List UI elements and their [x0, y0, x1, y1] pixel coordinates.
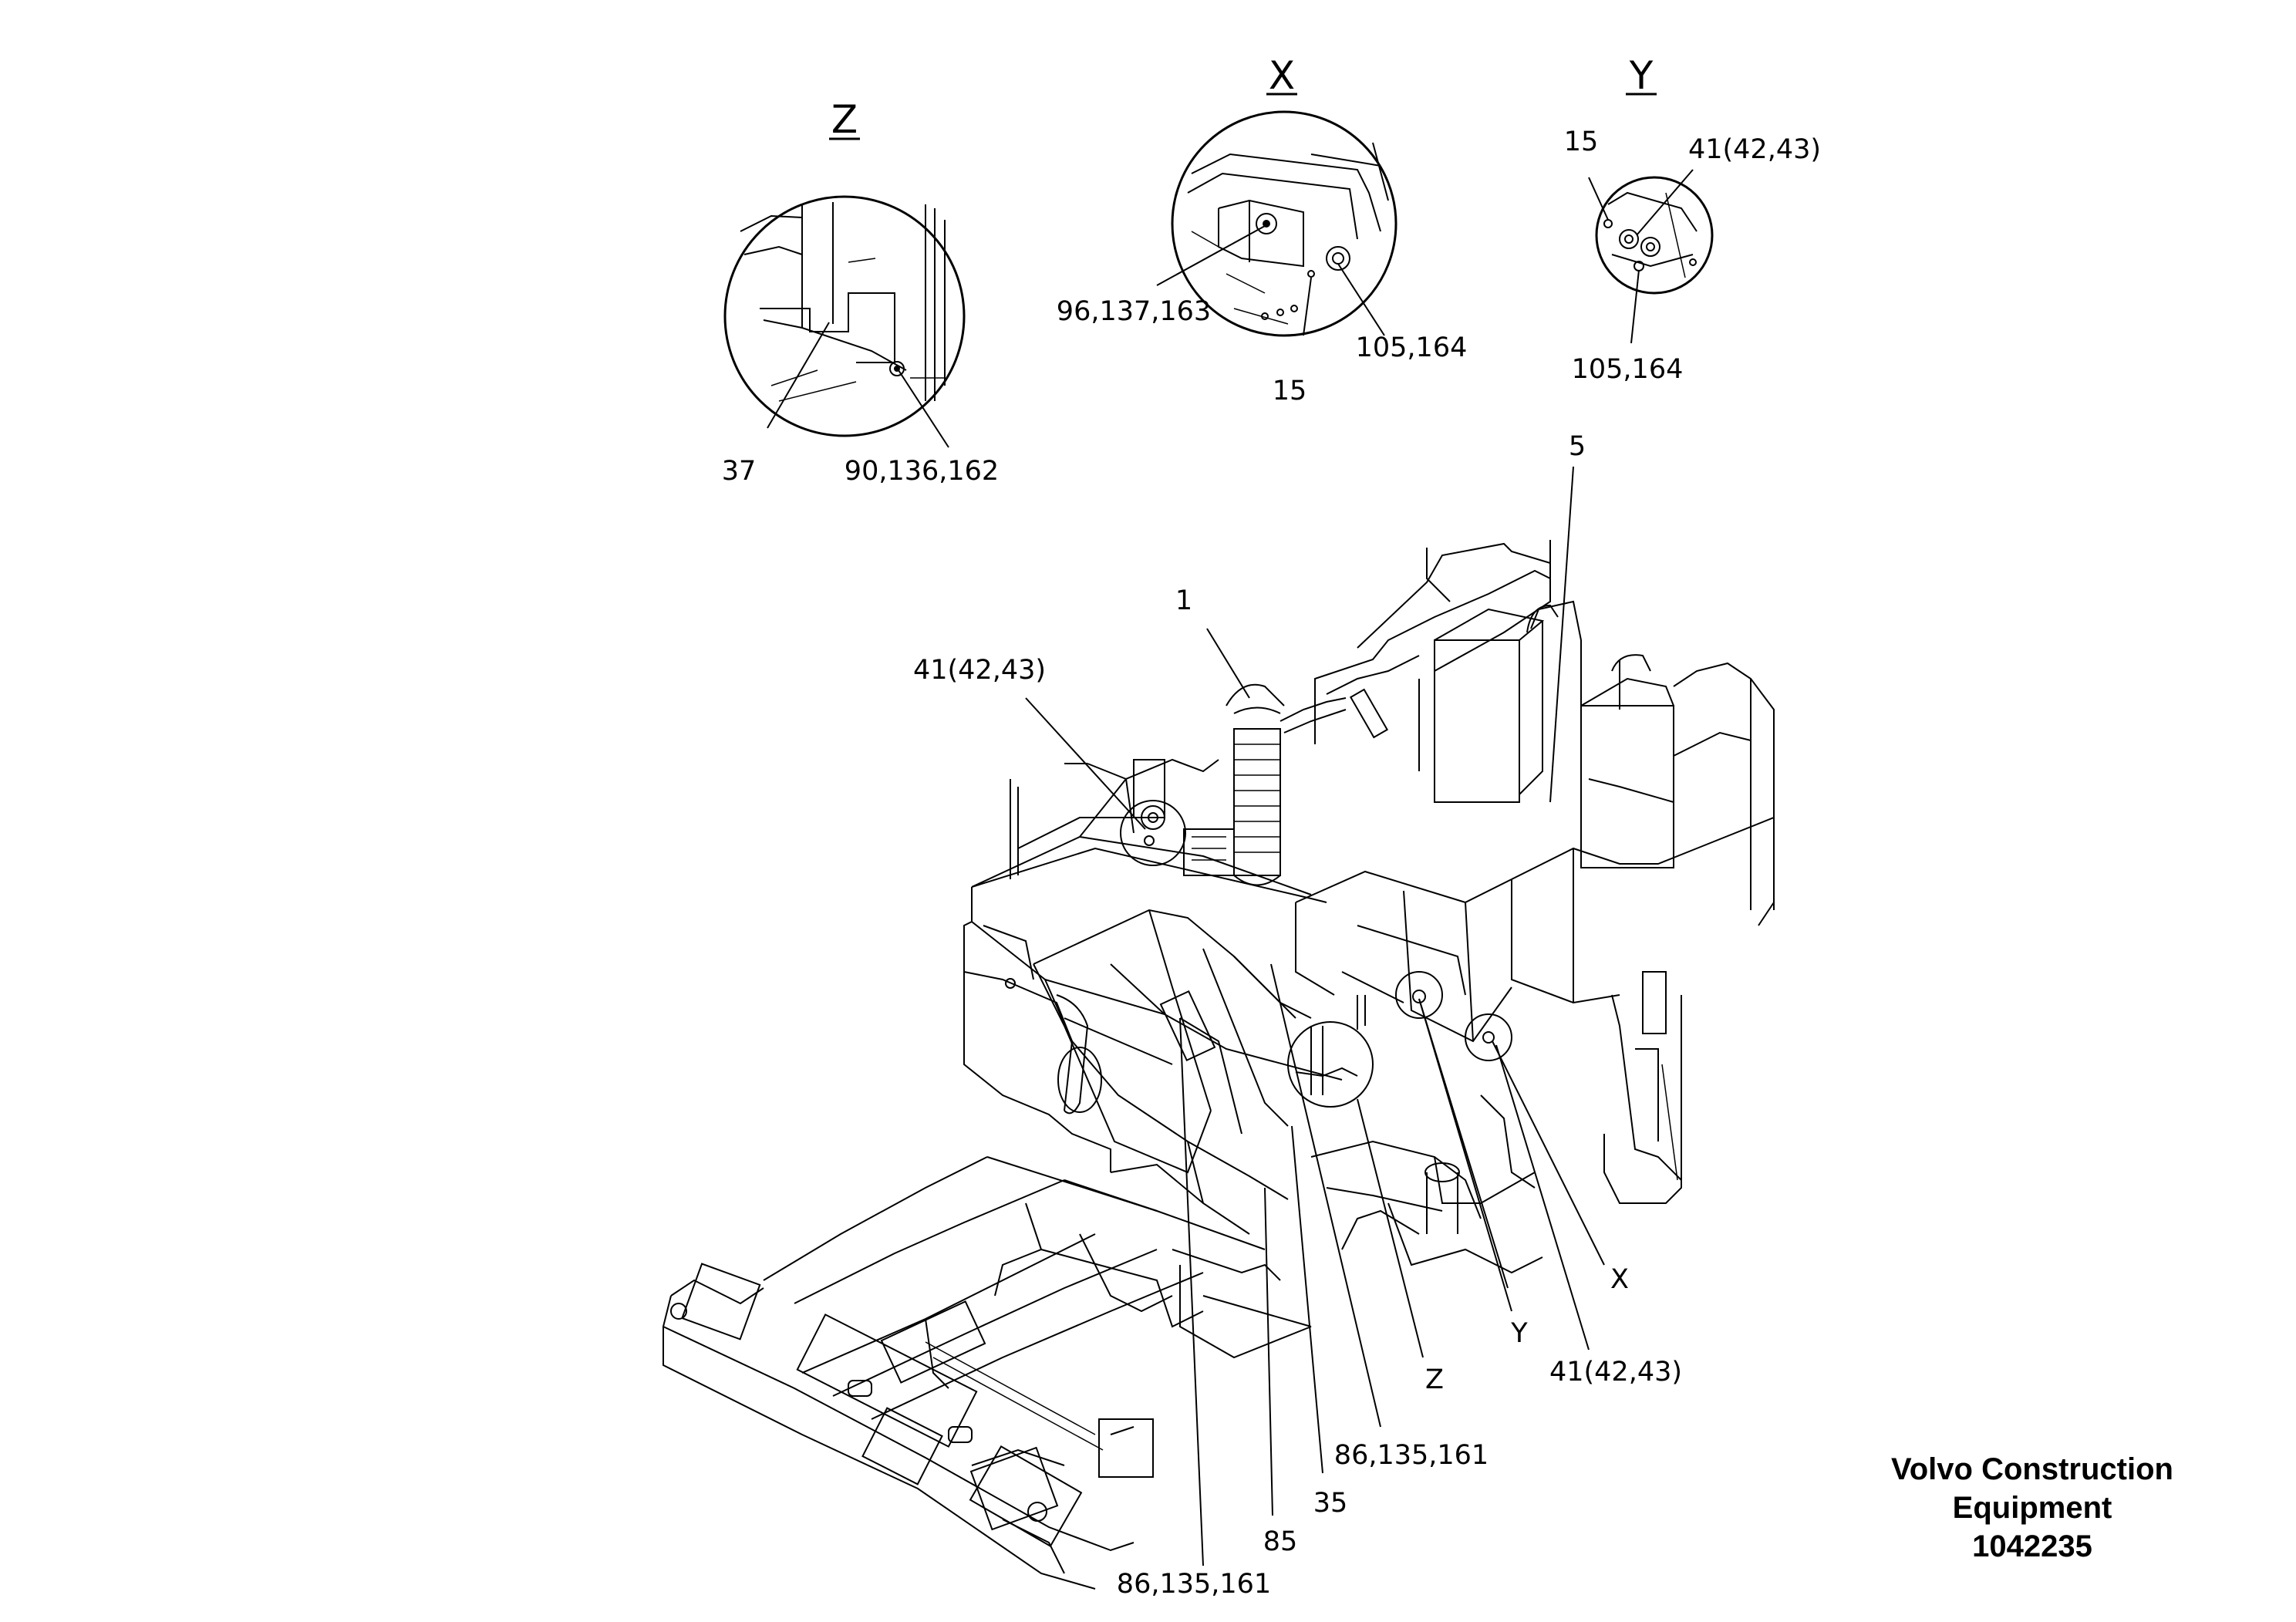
leader-line: [898, 369, 949, 448]
view-z-letter: Z: [831, 97, 858, 142]
callout-37: 37: [722, 456, 757, 487]
detail-view-y: Y 15 41(42,43) 105,164: [1564, 53, 1821, 385]
callout-96-137-163: 96,137,163: [1057, 296, 1211, 327]
callout-85: 85: [1263, 1526, 1298, 1557]
callout-105-164: 105,164: [1356, 332, 1468, 363]
main-view-callouts: 1 5 41(42,43) X Y Z 41(42,43) 86,135,161…: [913, 431, 1682, 1600]
rear-frame: [1314, 540, 1775, 926]
central-tub: [1295, 870, 1512, 1043]
brand-company-line2: Equipment: [1952, 1491, 2112, 1525]
location-circle-41-upper: [1120, 800, 1186, 866]
view-z-detail-circle: [723, 195, 966, 437]
location-circle-y: [1395, 971, 1443, 1019]
callout-105-164: 105,164: [1572, 354, 1684, 385]
callout-35: 35: [1313, 1488, 1348, 1519]
callout-41-42-43: 41(42,43): [1688, 134, 1821, 165]
view-x-detail-sketch: [1187, 142, 1389, 325]
view-y-letter: Y: [1629, 53, 1654, 98]
callout-41-42-43-lower: 41(42,43): [1549, 1357, 1682, 1388]
brand-block: Volvo Construction Equipment 1042235: [1839, 1450, 2225, 1566]
callout-90-136-162: 90,136,162: [845, 456, 999, 487]
view-x-detail-circle: [1171, 110, 1397, 337]
callout-86-135-161-left: 86,135,161: [1117, 1569, 1271, 1600]
leader-line: [1156, 225, 1266, 286]
location-circle-x: [1465, 1013, 1512, 1061]
callout-y-reference: Y: [1510, 1318, 1528, 1349]
left-side-panel: [963, 847, 1343, 1235]
location-circle-z-sketch: [1295, 995, 1366, 1095]
leader-line: [1588, 177, 1609, 221]
detail-view-z: Z 37 90,136,162: [722, 97, 999, 487]
brand-company-line1: Volvo Construction: [1891, 1452, 2173, 1486]
callout-15: 15: [1564, 126, 1599, 157]
callout-z-reference: Z: [1425, 1364, 1444, 1395]
location-circle-z: [1287, 1021, 1374, 1108]
callout-x-reference: X: [1610, 1264, 1629, 1295]
leader-line: [1303, 277, 1312, 336]
lower-struts: [1310, 1094, 1543, 1274]
view-y-detail-sketch: [1603, 191, 1698, 278]
leader-line: [1636, 169, 1694, 236]
detail-view-x: X 96,137,163 105,164 15: [1057, 53, 1468, 406]
main-frame-assembly: [662, 540, 1775, 1590]
upper-deck: [971, 758, 1312, 895]
leader-line: [1337, 263, 1385, 336]
document-number: 1042235: [1972, 1529, 2092, 1563]
front-hopper-panel: [1033, 909, 1312, 1174]
right-side-frame: [1511, 816, 1775, 1204]
callout-1: 1: [1175, 585, 1192, 616]
main-view-leaders: [1025, 466, 1605, 1566]
front-bumper: [969, 1446, 1065, 1574]
view-x-letter: X: [1269, 53, 1295, 98]
conveyor-frame: [662, 1156, 1312, 1590]
leader-line: [767, 322, 830, 429]
callout-86-135-161-right: 86,135,161: [1334, 1440, 1489, 1471]
view-z-detail-sketch: [740, 202, 946, 402]
callout-5: 5: [1569, 431, 1586, 462]
exhaust-stack: [1183, 683, 1347, 886]
leader-line: [1630, 269, 1640, 344]
view-y-detail-circle: [1595, 176, 1714, 295]
callout-41-42-43-upper: 41(42,43): [913, 655, 1046, 686]
callout-15: 15: [1273, 376, 1307, 406]
